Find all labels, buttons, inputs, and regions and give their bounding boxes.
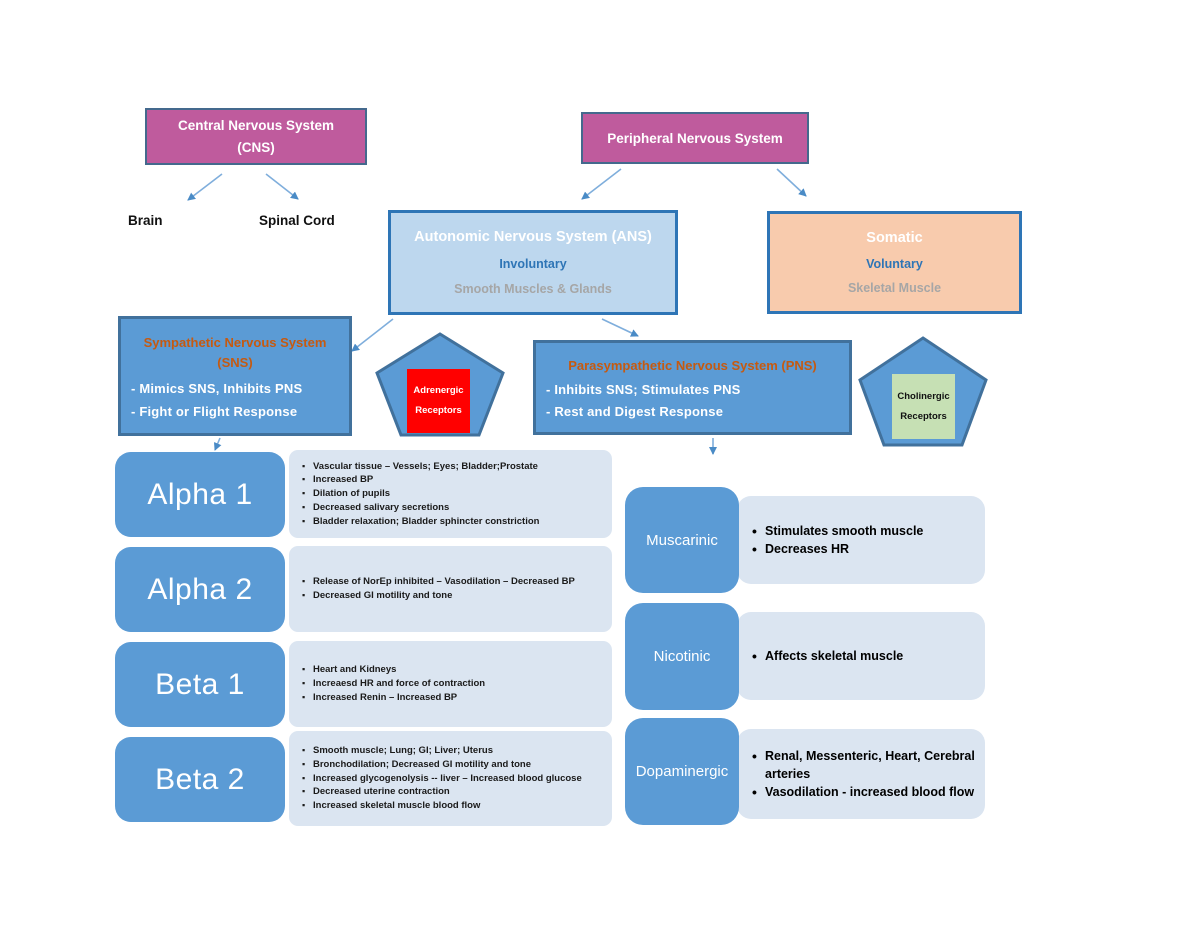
effect-item: Increased skeletal muscle blood flow — [302, 799, 604, 813]
pns-title: Parasympathetic Nervous System (PNS) — [568, 357, 817, 373]
adrenergic-label-line1: Adrenergic — [413, 385, 464, 397]
effect-item: Smooth muscle; Lung; GI; Liver; Uterus — [302, 744, 604, 758]
arrow-peripheral-ans — [581, 168, 622, 200]
alpha1-effects-panel: Vascular tissue – Vessels; Eyes; Bladder… — [289, 450, 612, 538]
dopaminergic-effects-panel: Renal, Messenteric, Heart, Cerebral arte… — [737, 729, 985, 819]
pns-point-2: - Rest and Digest Response — [546, 404, 724, 420]
effect-item: Bladder relaxation; Bladder sphincter co… — [302, 515, 604, 529]
adrenergic-pentagon: Adrenergic Receptors — [374, 332, 506, 438]
effect-item: Renal, Messenteric, Heart, Cerebral arte… — [752, 746, 977, 783]
cns-node: Central Nervous System (CNS) — [145, 108, 367, 165]
beta1-label: Beta 1 — [115, 642, 285, 727]
cns-title: Central Nervous System — [177, 117, 335, 133]
effect-item: Vasodilation - increased blood flow — [752, 782, 977, 802]
effect-item: Heart and Kidneys — [302, 663, 604, 677]
beta2-label: Beta 2 — [115, 737, 285, 822]
effect-item: Decreased GI motility and tone — [302, 589, 604, 603]
sns-point-2: - Fight or Flight Response — [131, 403, 298, 419]
sns-point-1: - Mimics SNS, Inhibits PNS — [131, 380, 303, 396]
effect-item: Increased BP — [302, 473, 604, 487]
effect-item: Increased Renin – Increased BP — [302, 691, 604, 705]
ans-involuntary-label: Involuntary — [499, 256, 567, 271]
peripheral-node: Peripheral Nervous System — [581, 112, 809, 164]
muscarinic-label: Muscarinic — [625, 487, 739, 593]
alpha2-label: Alpha 2 — [115, 547, 285, 632]
ans-smooth-muscles-label: Smooth Muscles & Glands — [454, 281, 612, 296]
spinal-cord-label: Spinal Cord — [259, 213, 335, 228]
arrow-sns-alpha1 — [214, 437, 222, 451]
somatic-skeletal-label: Skeletal Muscle — [847, 281, 942, 296]
effect-item: Increaesd HR and force of contraction — [302, 677, 604, 691]
peripheral-title: Peripheral Nervous System — [607, 130, 783, 146]
effect-item: Affects skeletal muscle — [752, 646, 977, 666]
sns-node: Sympathetic Nervous System (SNS) - Mimic… — [118, 316, 352, 436]
somatic-voluntary-label: Voluntary — [866, 256, 923, 271]
adrenergic-label-line2: Receptors — [415, 405, 462, 416]
arrow-peripheral-somatic — [776, 168, 807, 197]
cns-subtitle: (CNS) — [237, 139, 275, 155]
effect-item: Decreases HR — [752, 539, 977, 559]
effect-item: Increased glycogenolysis -- liver – Incr… — [302, 772, 604, 786]
alpha2-effects-panel: Release of NorEp inhibited – Vasodilatio… — [289, 546, 612, 632]
beta2-effects-panel: Smooth muscle; Lung; GI; Liver; Uterus B… — [289, 731, 612, 826]
adrenergic-label-box: Adrenergic Receptors — [407, 369, 470, 433]
pns-point-1: - Inhibits SNS; Stimulates PNS — [546, 382, 741, 398]
arrow-cns-brain — [187, 173, 223, 201]
cholinergic-pentagon: Cholinergic Receptors — [857, 336, 989, 448]
arrow-cns-spinal-cord — [265, 173, 299, 200]
nicotinic-effects-panel: Affects skeletal muscle — [737, 612, 985, 700]
effect-item: Vascular tissue – Vessels; Eyes; Bladder… — [302, 460, 604, 474]
beta1-effects-panel: Heart and Kidneys Increaesd HR and force… — [289, 641, 612, 727]
effect-item: Decreased salivary secretions — [302, 501, 604, 515]
sns-title: Sympathetic Nervous System (SNS) — [143, 335, 327, 370]
cholinergic-label-line2: Receptors — [900, 410, 947, 422]
effect-item: Decreased uterine contraction — [302, 785, 604, 799]
muscarinic-effects-panel: Stimulates smooth muscle Decreases HR — [737, 496, 985, 584]
pns-node: Parasympathetic Nervous System (PNS) - I… — [533, 340, 852, 435]
ans-title: Autonomic Nervous System (ANS) — [414, 229, 652, 246]
ans-node: Autonomic Nervous System (ANS) Involunta… — [388, 210, 678, 315]
nicotinic-label: Nicotinic — [625, 603, 739, 710]
arrow-ans-pns — [601, 318, 639, 337]
somatic-node: Somatic Voluntary Skeletal Muscle — [767, 211, 1022, 314]
alpha1-label: Alpha 1 — [115, 452, 285, 537]
brain-label: Brain — [128, 213, 163, 228]
somatic-title: Somatic — [866, 229, 923, 246]
effect-item: Stimulates smooth muscle — [752, 521, 977, 541]
effect-item: Bronchodilation; Decreased GI motility a… — [302, 758, 604, 772]
effect-item: Release of NorEp inhibited – Vasodilatio… — [302, 575, 604, 589]
cholinergic-label-line1: Cholinergic — [897, 390, 950, 402]
effect-item: Dilation of pupils — [302, 487, 604, 501]
dopaminergic-label: Dopaminergic — [625, 718, 739, 825]
cholinergic-label-box: Cholinergic Receptors — [892, 374, 955, 439]
